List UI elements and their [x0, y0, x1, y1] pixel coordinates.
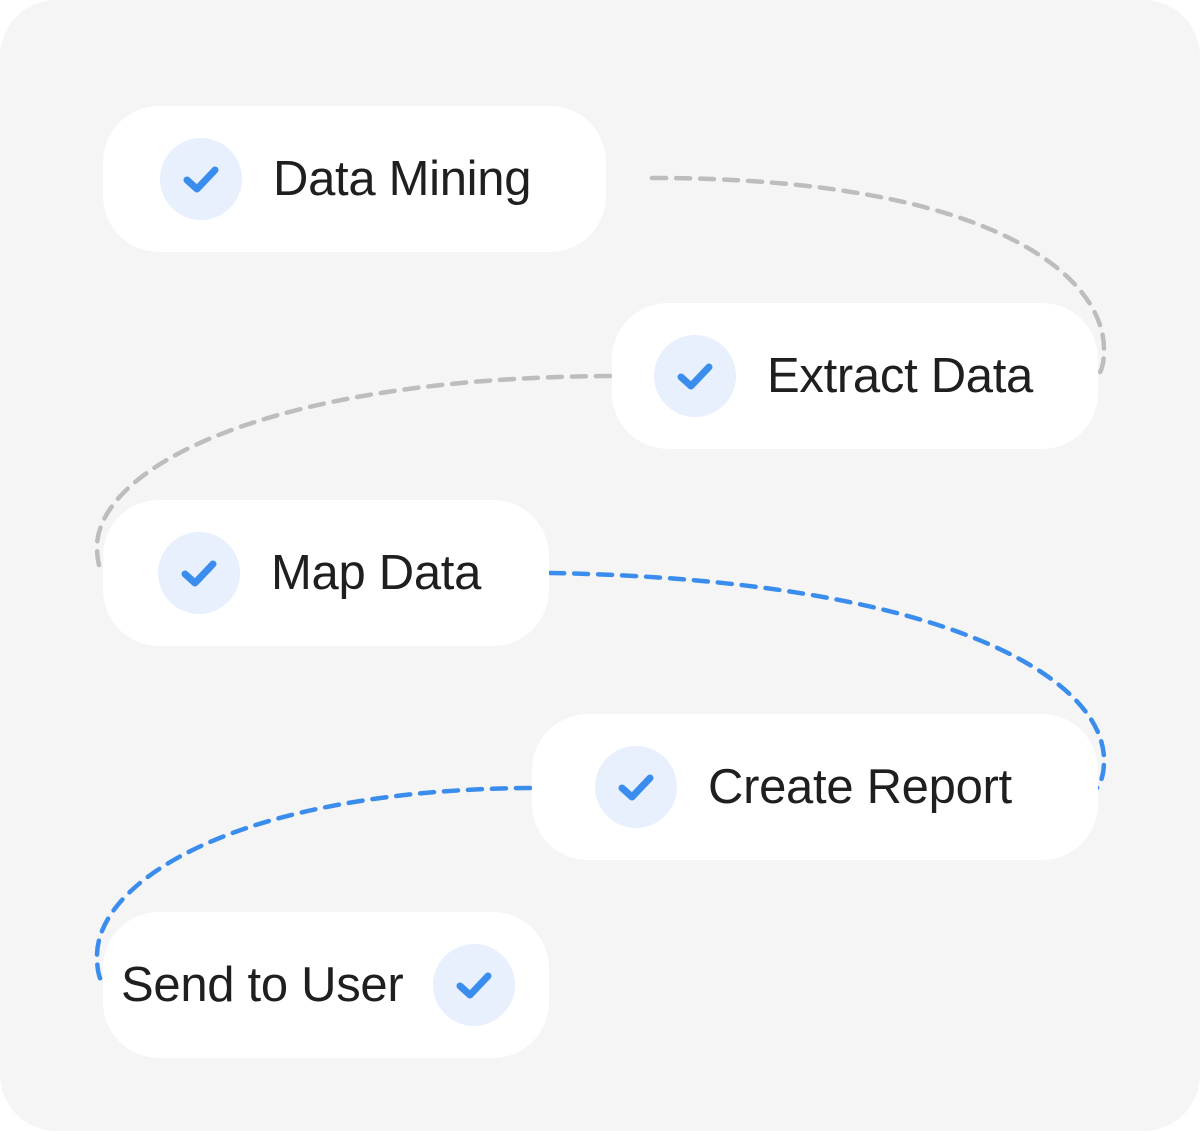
step-label: Extract Data	[767, 349, 1033, 403]
step-label: Send to User	[121, 958, 404, 1012]
connector-4-5	[94, 785, 533, 987]
check-icon	[433, 944, 516, 1026]
step-data-mining[interactable]: Data Mining	[103, 106, 606, 252]
step-send-to-user[interactable]: Send to User	[103, 912, 549, 1058]
connector-1-2	[649, 175, 1107, 380]
connector-2-3	[94, 373, 613, 576]
step-extract-data[interactable]: Extract Data	[612, 303, 1098, 449]
step-label: Map Data	[271, 546, 482, 600]
check-icon	[654, 335, 736, 417]
connector-3-4	[547, 570, 1107, 791]
check-icon	[158, 532, 240, 614]
step-create-report[interactable]: Create Report	[532, 714, 1098, 860]
step-label: Data Mining	[273, 152, 532, 206]
check-icon	[160, 138, 242, 220]
step-label: Create Report	[708, 760, 1012, 814]
check-icon	[595, 746, 677, 828]
step-map-data[interactable]: Map Data	[103, 500, 549, 646]
